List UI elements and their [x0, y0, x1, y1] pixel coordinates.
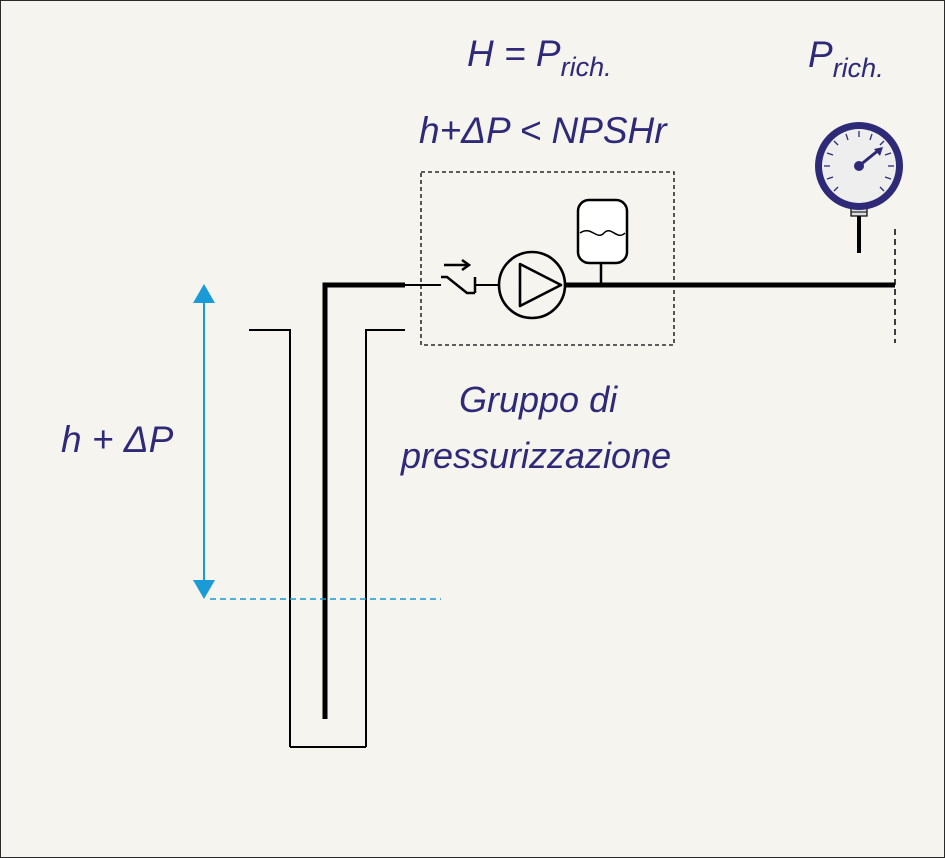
check-valve-icon: [441, 258, 477, 295]
well: [249, 329, 405, 748]
expansion-tank-icon: [576, 198, 629, 285]
height-label: h + ΔP: [61, 419, 174, 460]
group-label-line2: pressurizzazione: [400, 435, 671, 476]
well-left-wall: [249, 329, 291, 747]
height-arrow: [193, 284, 215, 599]
pressurization-group-box: [420, 171, 675, 346]
well-right-wall: [365, 329, 405, 747]
head-label: H = Prich.: [467, 33, 612, 82]
suction-pipe: [322, 282, 405, 719]
pressure-gauge-icon: [815, 122, 903, 253]
group-label-line1: Gruppo di: [459, 379, 618, 420]
pump-icon: [497, 250, 567, 320]
condition-label: h+ΔP < NPSHr: [419, 110, 668, 151]
gauge-pressure-label: Prich.: [808, 34, 884, 83]
